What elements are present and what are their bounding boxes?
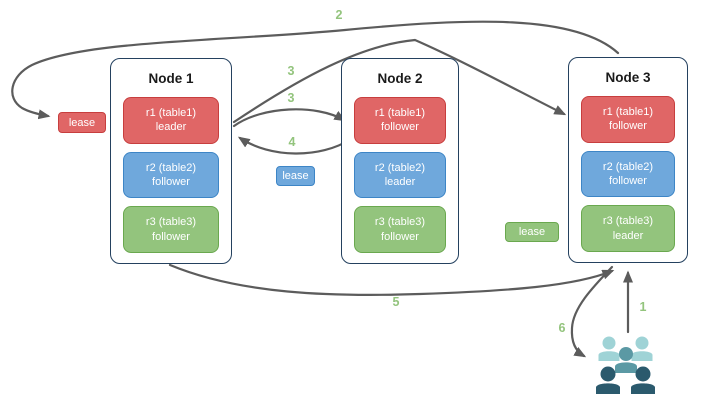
node-2: Node 2 r1 (table1) follower r2 (table2) … — [341, 58, 459, 264]
flow-label-5: 5 — [392, 295, 400, 309]
user-group-icon — [596, 336, 655, 394]
replica-name: r1 (table1) — [374, 107, 426, 120]
replica-name: r3 (table3) — [374, 216, 426, 229]
flow-label-3a: 3 — [287, 64, 295, 78]
replica-name: r2 (table2) — [145, 161, 197, 174]
replica-role: leader — [384, 176, 416, 188]
lease-chip-r3: lease — [505, 222, 559, 242]
node-1-title: Node 1 — [148, 71, 194, 86]
node-1-replica-r1: r1 (table1) leader — [123, 97, 219, 144]
replica-name: r3 (table3) — [602, 215, 654, 228]
replica-name: r1 (table1) — [145, 107, 197, 120]
person-head — [635, 336, 649, 350]
node-3-title: Node 3 — [605, 70, 651, 85]
node-3-replica-r3: r3 (table3) leader — [581, 205, 675, 253]
arrow-6-node3-to-users — [570, 265, 614, 358]
lease-chip-r2: lease — [276, 166, 315, 186]
replica-role: leader — [155, 121, 187, 134]
person-head — [619, 347, 633, 361]
node-2-replica-r3: r3 (table3) follower — [354, 206, 446, 254]
lease-chip-r1: lease — [58, 112, 106, 133]
replica-name: r2 (table2) — [374, 161, 426, 174]
node-1-replica-r2: r2 (table2) follower — [123, 151, 219, 199]
flow-label-4: 4 — [288, 135, 296, 149]
replica-role: follower — [152, 230, 190, 243]
node-3-replica-r2: r2 (table2) follower — [581, 150, 675, 198]
replica-role: follower — [609, 175, 647, 187]
arrow-2-node3-to-lease1 — [11, 20, 620, 120]
replica-role: leader — [612, 229, 644, 242]
person-body — [598, 351, 620, 361]
person-body — [631, 351, 653, 361]
person-head — [602, 336, 616, 350]
node-2-replica-r2: r2 (table2) leader — [354, 151, 446, 199]
replica-name: r2 (table2) — [602, 160, 654, 173]
flow-label-1: 1 — [639, 300, 647, 314]
flow-arrows — [11, 20, 633, 358]
replica-role: follower — [381, 230, 419, 243]
replica-name: r1 (table1) — [602, 106, 654, 119]
replica-name: r3 (table3) — [145, 216, 197, 229]
replica-role: follower — [609, 120, 647, 133]
flow-label-6: 6 — [558, 321, 566, 335]
node-2-title: Node 2 — [377, 71, 423, 86]
person-body — [615, 362, 637, 373]
replica-role: follower — [381, 121, 419, 134]
replica-role: follower — [152, 176, 190, 188]
node-1-replica-r3: r3 (table3) follower — [123, 206, 219, 254]
person-body — [631, 383, 655, 394]
node-3: Node 3 r1 (table1) follower r2 (table2) … — [568, 57, 688, 263]
person-body — [596, 383, 620, 394]
person-head — [600, 366, 616, 382]
flow-label-2: 2 — [335, 8, 343, 22]
arrow-5-node1-to-node3 — [168, 263, 615, 297]
node-2-replica-r1: r1 (table1) follower — [354, 97, 446, 144]
flow-label-3b: 3 — [287, 91, 295, 105]
node-3-replica-r1: r1 (table1) follower — [581, 96, 675, 143]
node-1: Node 1 r1 (table1) leader r2 (table2) fo… — [110, 58, 232, 264]
arrow-3-node1-to-node2 — [232, 108, 347, 128]
person-head — [635, 366, 651, 382]
